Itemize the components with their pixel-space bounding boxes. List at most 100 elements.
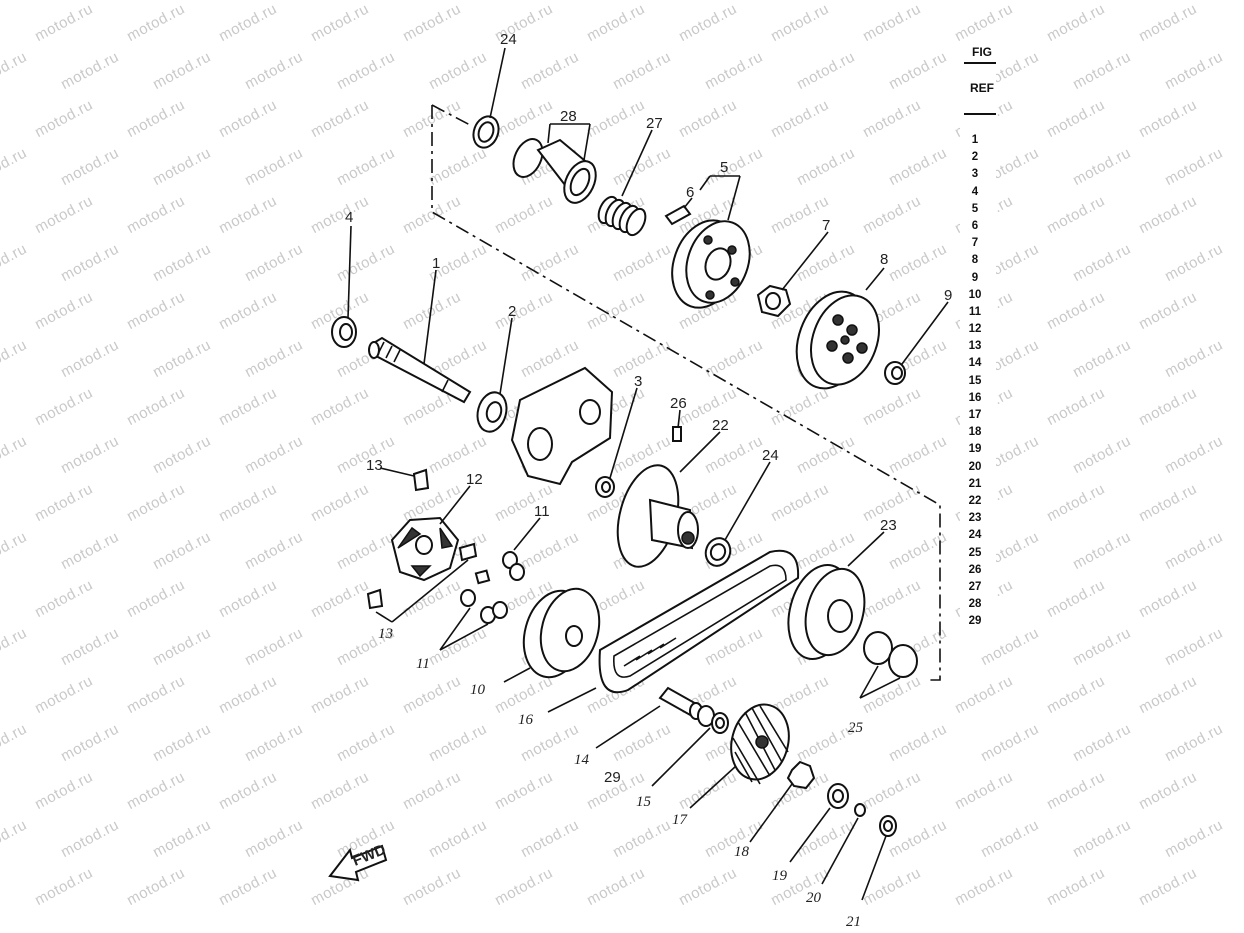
callout-13-top: 13 (366, 457, 383, 474)
callout-13-bottom: 13 (378, 626, 393, 642)
callout-16: 16 (518, 712, 534, 728)
ref-number-item: 14 (968, 357, 982, 370)
callout-3: 3 (634, 373, 642, 390)
part-nut-7 (756, 284, 792, 318)
ref-number-item: 18 (968, 426, 982, 439)
part-washer-3 (595, 476, 615, 498)
callout-14: 14 (574, 752, 590, 768)
part-circlip-24-top (472, 115, 500, 149)
ref-number-item: 25 (968, 546, 982, 559)
part-collar-28 (512, 138, 597, 204)
callout-11-bottom: 11 (416, 656, 430, 672)
callout-11-top: 11 (534, 503, 550, 520)
callout-17: 17 (672, 812, 689, 828)
callout-23: 23 (880, 517, 897, 534)
ref-number-item: 20 (968, 460, 982, 473)
part-key-26 (672, 426, 682, 442)
callout-2: 2 (508, 303, 516, 320)
part-nut-9 (884, 361, 906, 385)
part-cover-plate (510, 366, 614, 486)
ref-number-item: 8 (971, 254, 979, 267)
part-spring-washer-20 (854, 803, 866, 817)
part-bearing-4 (331, 316, 357, 348)
part-fixed-sheave-22 (616, 464, 699, 568)
callout-6: 6 (686, 184, 694, 201)
ref-number-item: 21 (968, 477, 982, 490)
ref-number-item: 2 (971, 151, 979, 164)
callout-28: 28 (560, 108, 577, 125)
callout-19: 19 (772, 868, 788, 884)
callout-8: 8 (880, 251, 888, 268)
callout-4: 4 (345, 209, 353, 226)
ref-number-item: 26 (968, 563, 982, 576)
fig-header: FIG (972, 45, 992, 59)
ref-number-item: 13 (968, 340, 982, 353)
callout-10: 10 (470, 682, 486, 698)
ref-number-item: 6 (971, 219, 979, 232)
ref-number-item: 3 (971, 168, 979, 181)
ref-number-item: 22 (968, 494, 982, 507)
ref-number-item: 1 (971, 134, 979, 146)
part-clutch-housing-8 (795, 290, 880, 390)
part-clutch-carrier-5 (671, 219, 751, 309)
ref-number-item: 7 (971, 237, 979, 250)
header-rule (964, 62, 996, 64)
part-rollers-11 (460, 551, 525, 624)
part-collar-14 (658, 686, 703, 720)
callout-1: 1 (432, 255, 440, 272)
callout-15: 15 (636, 794, 652, 810)
ref-number-item: 5 (971, 202, 979, 215)
part-washers-15-29 (697, 705, 729, 734)
part-nut-21 (879, 815, 897, 837)
part-v-belt-16 (598, 549, 800, 694)
ref-number-item: 9 (971, 271, 979, 284)
callout-labels: 24 28 27 6 5 7 8 9 4 1 2 3 26 22 24 13 1… (345, 31, 952, 930)
part-spring-27 (597, 195, 647, 237)
callout-20: 20 (806, 890, 822, 906)
ref-header: REF (970, 81, 994, 95)
part-clutch-hub-12 (390, 516, 460, 582)
callout-29: 29 (604, 769, 621, 786)
ref-number-item: 15 (968, 374, 982, 387)
ref-number-item: 23 (968, 512, 982, 525)
part-primary-shaft-1 (368, 336, 472, 404)
part-bearing-2 (476, 391, 508, 433)
assembly-boundary (431, 104, 941, 681)
ref-number-item: 24 (968, 529, 982, 542)
part-pin-6 (664, 204, 692, 226)
ref-number-item: 19 (968, 443, 982, 456)
ref-number-item: 4 (971, 185, 979, 198)
ref-number-item: 12 (968, 323, 982, 336)
callout-9: 9 (944, 287, 952, 304)
ref-number-item: 16 (968, 391, 982, 404)
callout-26: 26 (670, 395, 687, 412)
ref-number-item: 11 (968, 305, 982, 318)
leader-lines (347, 47, 949, 901)
ref-number-item: 29 (968, 615, 982, 628)
callout-25: 25 (848, 720, 864, 736)
part-movable-sheave-10 (522, 587, 601, 679)
part-secondary-sheave-23 (787, 563, 866, 661)
fwd-arrow-icon: FWD (328, 841, 388, 882)
callout-27: 27 (646, 115, 663, 132)
ref-number-item: 27 (968, 580, 982, 593)
ref-number-item: 28 (968, 598, 982, 611)
callout-24-right: 24 (762, 447, 779, 464)
part-washer-19 (827, 783, 849, 809)
callout-7: 7 (822, 217, 830, 234)
ref-number-item: 10 (968, 288, 982, 301)
callout-12: 12 (466, 471, 483, 488)
part-slider-13 (366, 468, 478, 610)
ref-number-item: 17 (968, 409, 982, 421)
callout-18: 18 (734, 844, 750, 860)
part-ratchet-18 (786, 760, 816, 790)
callout-5: 5 (720, 159, 728, 176)
callout-24-top: 24 (500, 31, 517, 48)
callout-22: 22 (712, 417, 729, 434)
part-fan-17 (730, 703, 790, 785)
part-circlip-24-right (704, 537, 732, 567)
part-o-rings-25 (863, 631, 918, 678)
header-rule (964, 113, 996, 115)
